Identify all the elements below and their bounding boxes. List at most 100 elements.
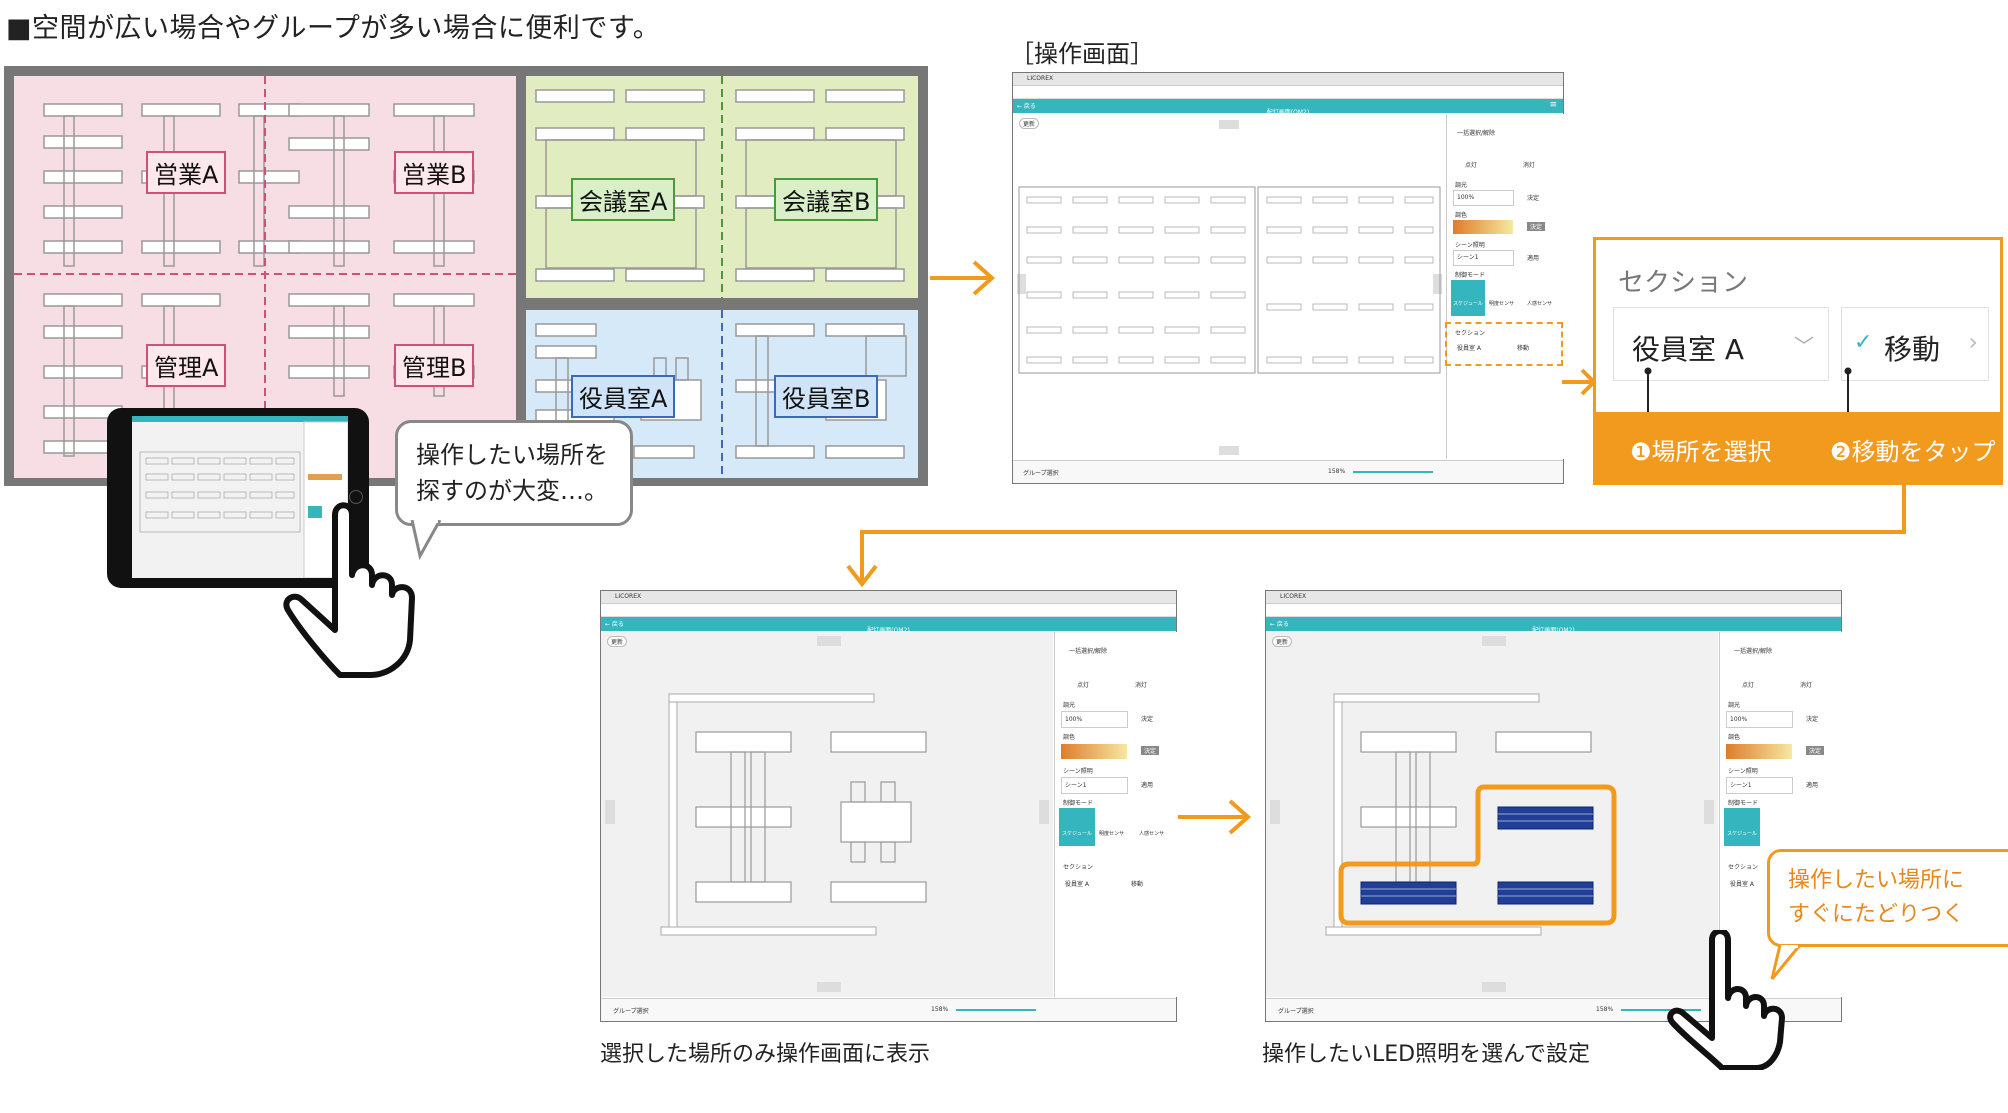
scroll-up-icon-right[interactable] xyxy=(1482,636,1506,646)
dim-decide-button[interactable]: 決定 xyxy=(1527,195,1540,202)
color-decide-button-right[interactable]: 決定 xyxy=(1806,746,1825,755)
mode-person-button[interactable]: 人感センサ xyxy=(1527,301,1553,307)
color-decide-button-left[interactable]: 決定 xyxy=(1141,746,1160,755)
scene-select-left[interactable]: シーン1 xyxy=(1061,777,1128,794)
zone-label-kaigishitsu-a: 会議室A xyxy=(571,178,676,221)
browser-url-bar-left[interactable] xyxy=(601,604,1176,617)
dim-decide-button-right[interactable]: 決定 xyxy=(1806,716,1819,723)
mode-schedule-button-left[interactable]: スケジュール xyxy=(1059,808,1095,846)
scene-select-right[interactable]: シーン1 xyxy=(1726,777,1793,794)
app-header: ← 戻る 配灯画面(OM2) ≡ xyxy=(1013,99,1563,116)
scroll-right-icon[interactable] xyxy=(1433,274,1442,294)
scene-apply-button[interactable]: 適用 xyxy=(1527,255,1540,262)
back-button-left[interactable]: ← 戻る xyxy=(605,621,624,628)
scroll-up-icon-left[interactable] xyxy=(817,636,841,646)
light-on-button[interactable]: 点灯 xyxy=(1465,162,1478,169)
mode-schedule-button-right[interactable]: スケジュール xyxy=(1724,808,1760,846)
detail-move-button[interactable]: ✓ 移動 › xyxy=(1842,308,1988,380)
dim-select-left[interactable]: 100% xyxy=(1061,711,1128,728)
pointer-lines xyxy=(1644,367,1852,416)
light-on-button-right[interactable]: 点灯 xyxy=(1742,682,1755,689)
header-title: 配灯画面(OM2) xyxy=(1266,109,1310,116)
color-temperature-slider[interactable] xyxy=(1453,220,1513,234)
group-select-button-left[interactable]: グループ選択 xyxy=(613,1008,649,1015)
mode-label-left: 制御モード xyxy=(1063,800,1094,807)
layout-canvas-right[interactable]: 更新 xyxy=(1266,632,1718,997)
scroll-right-icon-left[interactable] xyxy=(1039,800,1049,824)
section-move-button[interactable]: 移動 xyxy=(1517,345,1530,352)
mode-bright-button-left[interactable]: 明度センサ xyxy=(1099,831,1125,837)
scroll-left-icon-right[interactable] xyxy=(1270,800,1280,824)
scroll-left-icon[interactable] xyxy=(1017,274,1026,294)
group-select-button-right[interactable]: グループ選択 xyxy=(1278,1008,1314,1015)
scene-apply-button-left[interactable]: 適用 xyxy=(1141,782,1154,789)
dim-select-right[interactable]: 100% xyxy=(1726,711,1793,728)
zoom-slider-left[interactable] xyxy=(956,1009,1036,1011)
caption-left: 選択した場所のみ操作画面に表示 xyxy=(600,1042,931,1067)
mode-schedule-button[interactable]: スケジュール xyxy=(1451,280,1485,316)
mode-label-right: 制御モード xyxy=(1728,800,1759,807)
back-button[interactable]: ← 戻る xyxy=(1017,103,1036,110)
scroll-up-icon[interactable] xyxy=(1219,120,1239,129)
scroll-left-icon-left[interactable] xyxy=(605,800,615,824)
dim-select[interactable]: 100% xyxy=(1453,190,1514,206)
bulk-select-label[interactable]: 一括選択/解除 xyxy=(1457,130,1496,137)
light-off-button[interactable]: 消灯 xyxy=(1523,162,1536,169)
bulk-select-label-right[interactable]: 一括選択/解除 xyxy=(1734,648,1773,655)
mode-bright-button[interactable]: 明度センサ xyxy=(1489,301,1515,307)
tab-title-right[interactable]: LICOREX xyxy=(1280,593,1307,600)
scene-select[interactable]: シーン1 xyxy=(1453,250,1514,266)
zoom-slider[interactable] xyxy=(1353,471,1433,473)
main-app-window: LICOREX ← 戻る 配灯画面(OM2) ≡ 更新 xyxy=(1012,72,1564,484)
hand-pointer-icon xyxy=(283,502,415,678)
scene-apply-button-right[interactable]: 適用 xyxy=(1806,782,1819,789)
dim-decide-button-left[interactable]: 決定 xyxy=(1141,716,1154,723)
tablet-screen xyxy=(132,416,349,579)
zoom-slider-right[interactable] xyxy=(1621,1009,1701,1011)
color-temperature-slider-left[interactable] xyxy=(1061,744,1127,759)
tab-title-left[interactable]: LICOREX xyxy=(615,593,642,600)
connector-arrow xyxy=(846,484,1906,588)
app-footer-left: グループ選択 158% xyxy=(601,998,1176,1021)
tab-title[interactable]: LICOREX xyxy=(1027,75,1054,82)
refresh-button[interactable]: 更新 xyxy=(1019,118,1040,129)
color-decide-button[interactable]: 決定 xyxy=(1527,222,1546,231)
result-window-right: LICOREX ← 戻る 配灯画面(OM2) 更新 xyxy=(1265,590,1842,1022)
scroll-down-icon-right[interactable] xyxy=(1482,982,1506,992)
app-footer-right: グループ選択 158% xyxy=(1266,998,1841,1021)
detail-move-label: 移動 xyxy=(1884,333,1941,366)
section-move-button-left[interactable]: 移動 xyxy=(1131,881,1144,888)
back-button-right[interactable]: ← 戻る xyxy=(1270,621,1289,628)
app-header-left: ← 戻る 配灯画面(OM2) xyxy=(601,617,1176,634)
layout-canvas-left[interactable]: 更新 xyxy=(601,632,1053,997)
section-select-left[interactable]: 役員室 A xyxy=(1065,881,1090,888)
header-title-right: 配灯画面(OM2) xyxy=(1532,627,1575,634)
browser-url-bar[interactable] xyxy=(1013,86,1563,99)
scroll-down-icon[interactable] xyxy=(1219,446,1239,455)
screen-title: ［操作画面］ xyxy=(1010,40,1154,68)
light-off-button-left[interactable]: 消灯 xyxy=(1135,682,1148,689)
group-select-button[interactable]: グループ選択 xyxy=(1023,470,1059,477)
section-select[interactable]: 役員室 A xyxy=(1457,345,1482,352)
refresh-button-left[interactable]: 更新 xyxy=(607,636,628,647)
step-2-label: ❷移動をタップ xyxy=(1830,438,1996,466)
mode-person-button-left[interactable]: 人感センサ xyxy=(1139,831,1165,837)
refresh-button-right[interactable]: 更新 xyxy=(1272,636,1293,647)
light-off-button-right[interactable]: 消灯 xyxy=(1800,682,1813,689)
bulk-select-label-left[interactable]: 一括選択/解除 xyxy=(1069,648,1108,655)
layout-canvas[interactable]: 更新 xyxy=(1013,114,1445,459)
section-select-right[interactable]: 役員室 A xyxy=(1730,881,1755,888)
scroll-right-icon-right[interactable] xyxy=(1704,800,1714,824)
dim-label-right: 調光 xyxy=(1728,702,1741,709)
scene-label-right: シーン照明 xyxy=(1728,768,1758,775)
scroll-down-icon-left[interactable] xyxy=(817,982,841,992)
menu-icon[interactable]: ≡ xyxy=(1549,100,1557,110)
zone-label-eigyo-b: 営業B xyxy=(394,151,475,194)
section-detail-panel: セクション 役員室 A ﹀ ✓ 移動 › ❶場所を選択 ❷移動をタップ xyxy=(1593,237,2003,485)
zone-label-yakuinshitsu-b: 役員室B xyxy=(774,375,879,418)
browser-url-bar-right[interactable] xyxy=(1266,604,1841,617)
light-on-button-left[interactable]: 点灯 xyxy=(1077,682,1090,689)
app-footer: グループ選択 158% xyxy=(1013,460,1563,483)
zoom-level-left: 158% xyxy=(931,1006,949,1013)
color-temperature-slider-right[interactable] xyxy=(1726,744,1792,759)
